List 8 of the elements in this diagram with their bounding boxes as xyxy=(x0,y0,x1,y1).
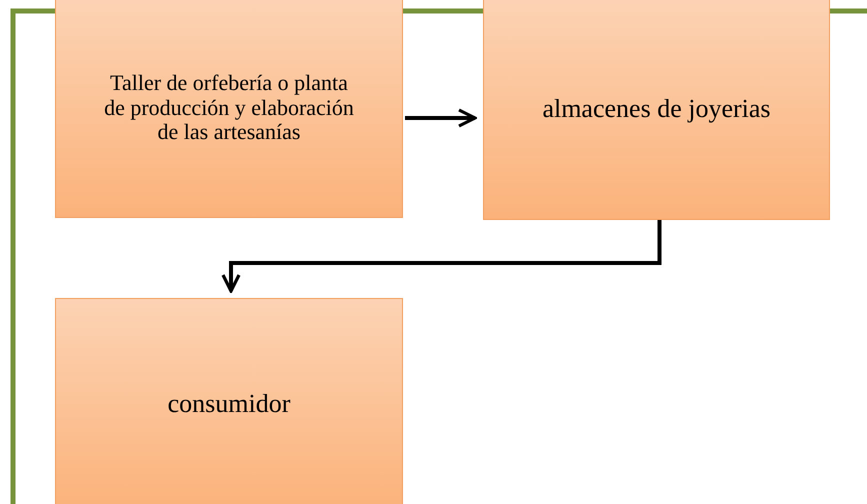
connector-arrow xyxy=(221,220,662,293)
box-label: almacenes de joyerias xyxy=(542,94,771,124)
process-box xyxy=(55,298,403,504)
process-box xyxy=(483,0,830,220)
box-label: Taller de orfebería o planta de producción y elaboración de las artesanías xyxy=(103,71,355,145)
box-label: consumidor xyxy=(168,389,290,419)
connector-arrow xyxy=(405,108,477,128)
process-box xyxy=(55,0,403,218)
